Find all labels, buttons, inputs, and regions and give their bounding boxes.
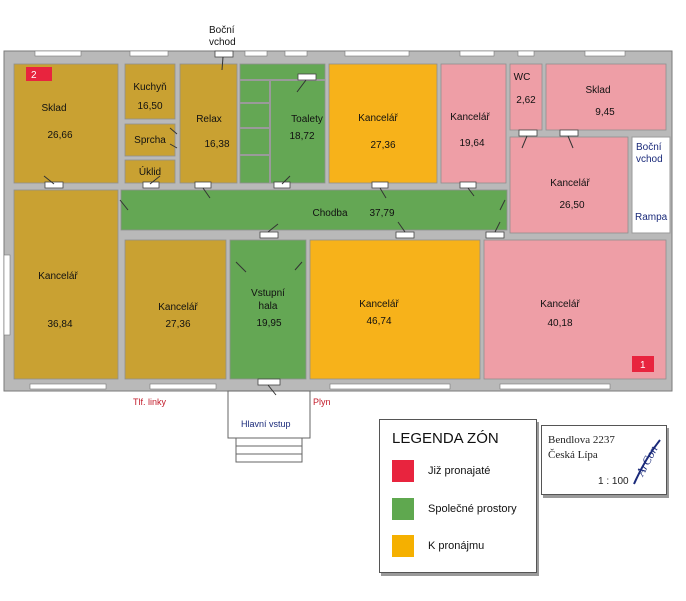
room-chodba[interactable] <box>120 189 508 231</box>
main-entrance-porch[interactable] <box>227 390 311 439</box>
label-chodba-name: Chodba <box>312 208 347 219</box>
label-kancelar-right-name: Kancelář <box>550 178 590 189</box>
label-wc-name: WC <box>514 72 531 83</box>
label-kancelar-top-name: Kancelář <box>358 113 398 124</box>
badge-2-box <box>26 67 52 81</box>
legend-swatch-common <box>392 498 414 520</box>
legend-title: LEGENDA ZÓN <box>392 430 499 447</box>
legend-item-available: K pronájmu <box>392 535 484 557</box>
badge-2-text: 2 <box>31 70 37 81</box>
room-sklad-right[interactable] <box>545 63 667 131</box>
door-swings <box>43 56 574 396</box>
side-entrance-right-line2: vchod <box>636 154 663 165</box>
room-wc[interactable] <box>509 63 543 131</box>
label-sklad-right-name: Sklad <box>585 85 610 96</box>
room-kancelar-bottom-red[interactable] <box>483 239 667 380</box>
rampa-label: Rampa <box>635 212 668 223</box>
room-kancelar-top-red[interactable] <box>440 63 507 184</box>
doors <box>44 50 579 386</box>
legend-swatch-rented <box>392 460 414 482</box>
label-kancelar-bottom-red-name: Kancelář <box>540 299 580 310</box>
room-kuchyn[interactable] <box>124 63 176 120</box>
label-toalety-area: 18,72 <box>289 131 314 142</box>
label-toalety-name: Toalety <box>291 114 323 125</box>
label-kancelar-top-area: 27,36 <box>370 140 395 151</box>
logo-text: ArCon <box>633 443 661 479</box>
legend-item-rented: Již pronajaté <box>392 460 490 482</box>
label-kuchyn-name: Kuchyň <box>133 82 166 93</box>
main-entrance-label: Hlavní vstup <box>241 419 291 429</box>
badge-1-text: 1 <box>640 360 646 371</box>
label-kancelar-mid-name: Kancelář <box>158 302 198 313</box>
label-wc-area: 2,62 <box>516 95 536 106</box>
label-vstupni-hala-line2: hala <box>259 301 278 312</box>
label-kancelar-bottom-red-area: 40,18 <box>547 318 572 329</box>
side-entrance-top-line2: vchod <box>209 37 236 48</box>
label-vstupni-hala-name: Vstupní <box>251 288 285 299</box>
legend-text-common: Společné prostory <box>428 503 517 515</box>
label-kancelar-top-red-area: 19,64 <box>459 138 484 149</box>
label-relax-name: Relax <box>196 114 222 125</box>
label-kancelar-left-name: Kancelář <box>38 271 78 282</box>
room-sprcha[interactable] <box>124 123 176 157</box>
label-kancelar-right-area: 26,50 <box>559 200 584 211</box>
label-vstupni-hala-line1: Vstupní <box>251 288 285 299</box>
room-kancelar-right[interactable] <box>509 136 629 234</box>
phone-lines-label: Tlf. linky <box>133 397 167 407</box>
legend-text-rented: Již pronajaté <box>428 465 491 477</box>
label-kancelar-big-name: Kancelář <box>359 299 399 310</box>
label-vstupni-hala-area: 19,95 <box>256 318 281 329</box>
label-kancelar-big-area: 46,74 <box>366 316 391 327</box>
legend-swatch-available <box>392 535 414 557</box>
label-relax-area: 16,38 <box>204 139 229 150</box>
room-kancelar-big[interactable] <box>309 239 481 380</box>
legend-text-available: K pronájmu <box>428 540 485 552</box>
label-kancelar-top-red-name: Kancelář <box>450 112 490 123</box>
address-info-box: Bendlova 2237 Česká Lípa 1 : 100 ArCon <box>541 425 667 495</box>
room-labels: Sklad 26,66 Kuchyň 16,50 Sprcha Úklid Re… <box>38 72 615 330</box>
legend-item-common: Společné prostory <box>392 498 517 520</box>
label-sklad-left-area: 26,66 <box>47 130 72 141</box>
room-sklad-left[interactable] <box>13 63 119 184</box>
entrance-stairs <box>235 437 303 463</box>
room-kancelar-left[interactable] <box>13 189 119 380</box>
label-sprcha-name: Sprcha <box>134 135 166 146</box>
badge-1-box <box>632 356 654 372</box>
label-kancelar-left-area: 36,84 <box>47 319 72 330</box>
room-kancelar-mid[interactable] <box>124 239 227 380</box>
gas-label: Plyn <box>313 397 331 407</box>
label-chodba-area: 37,79 <box>369 208 394 219</box>
label-kancelar-mid-area: 27,36 <box>165 319 190 330</box>
arcon-logo-icon: ArCon <box>633 439 661 485</box>
side-entrance-right-line1: Boční <box>636 142 662 153</box>
room-relax[interactable] <box>179 63 238 184</box>
label-kuchyn-area: 16,50 <box>137 101 162 112</box>
scale-label: 1 : 100 <box>598 476 629 487</box>
label-sklad-right-area: 9,45 <box>595 107 615 118</box>
windows <box>3 50 626 390</box>
zone-legend: LEGENDA ZÓN Již pronajaté Společné prost… <box>379 419 537 573</box>
side-entrance-top-line1: Boční <box>209 25 235 36</box>
label-sklad-left-name: Sklad <box>41 103 66 114</box>
rampa-area <box>631 136 671 234</box>
address-street: Bendlova 2237 <box>548 434 615 446</box>
label-uklid-name: Úklid <box>139 165 161 178</box>
address-city: Česká Lípa <box>548 449 598 461</box>
